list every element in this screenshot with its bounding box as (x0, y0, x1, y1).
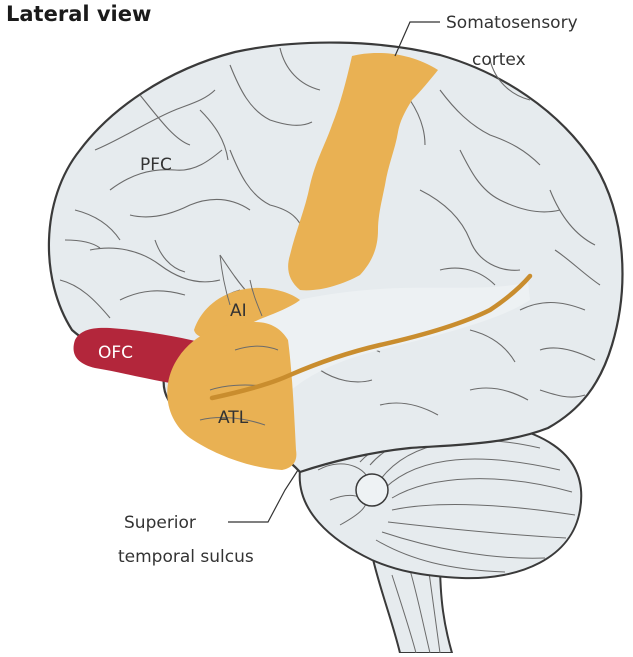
cerebellum-vermis (356, 474, 388, 506)
ofc-label: OFC (98, 343, 133, 363)
ai-label: AI (230, 301, 247, 321)
sts-callout-line (228, 470, 298, 522)
somatosensory-label-line2: cortex (472, 50, 526, 70)
diagram-title: Lateral view (6, 2, 151, 26)
sts-label-line2: temporal sulcus (118, 547, 254, 567)
somatosensory-label-line1: Somatosensory (446, 13, 578, 33)
pfc-label: PFC (140, 155, 172, 175)
sts-label-line1: Superior (124, 513, 196, 533)
atl-label: ATL (218, 408, 249, 428)
